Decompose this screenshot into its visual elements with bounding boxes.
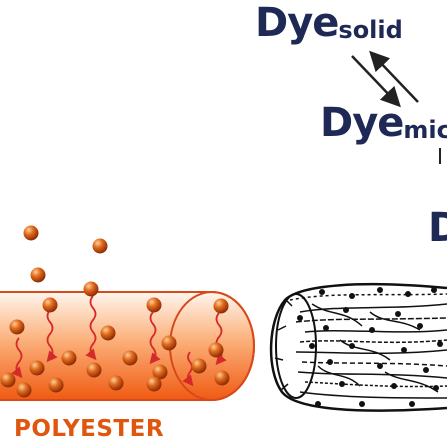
dye-particle [86, 362, 102, 378]
dye-particle [0, 372, 16, 388]
dye-particle [9, 319, 25, 335]
dye-particle [48, 377, 64, 393]
diffusion-arrow [149, 311, 161, 365]
polyester-fiber [0, 291, 255, 401]
dye-micelle-label: Dyemic [320, 100, 447, 146]
polyester-label: POLYESTER [14, 416, 165, 442]
dye-particle [83, 281, 99, 297]
dye-particle [92, 238, 108, 254]
dye-solid-label: Dyesolid [255, 0, 403, 46]
dye-solid-subscript: solid [338, 16, 403, 44]
dye-fiber-main: D [428, 205, 447, 251]
diffusion-arrow [85, 295, 97, 361]
dye-particle [61, 350, 77, 366]
dye-particle [16, 382, 32, 398]
double-arrow-icon [351, 50, 441, 164]
dye-particle [23, 225, 39, 241]
dye-particle [146, 376, 162, 392]
dye-micelle-main: Dye [320, 100, 404, 146]
fiber-end [275, 293, 317, 399]
dye-particle [42, 297, 58, 313]
dye-micelle-subscript: mic [403, 116, 447, 144]
dye-particle [29, 360, 45, 376]
dye-particle [191, 358, 207, 374]
dye-particle [146, 297, 162, 313]
dye-fiber-label: D [428, 205, 447, 251]
dye-particle [100, 325, 116, 341]
dye-particles [0, 225, 230, 398]
fiber-outline [269, 282, 447, 412]
fiber-microstructure [269, 282, 447, 412]
dye-particle [122, 350, 138, 366]
diffusion-arrow [11, 337, 23, 379]
dye-particle [208, 342, 224, 358]
dye-particle [152, 364, 168, 380]
dye-particle [161, 335, 177, 351]
dye-solid-main: Dye [255, 0, 339, 46]
dye-particle [214, 370, 230, 386]
dye-particle [108, 375, 124, 391]
dye-particle [213, 298, 229, 314]
dye-particle [30, 267, 46, 283]
fibril-nodes [297, 287, 443, 407]
diffusion-arrow [46, 309, 58, 363]
